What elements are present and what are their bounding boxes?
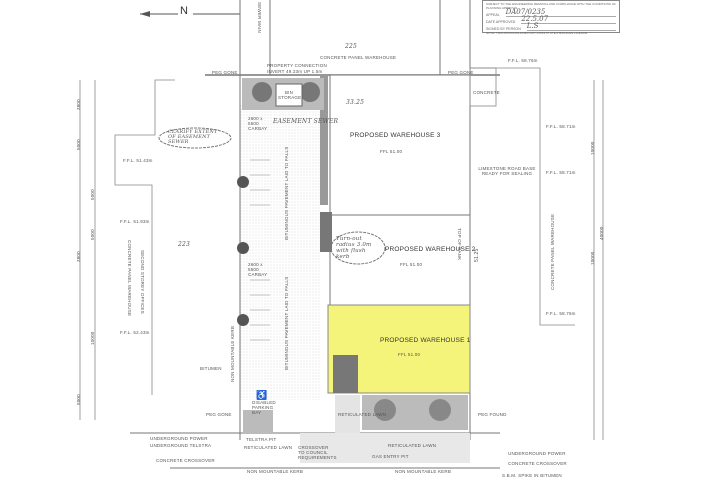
stamp-heading: SUBJECT TO THE ENGINEERING REMOVAL AND C…: [486, 2, 616, 10]
concrete-crossover-left: CONCRETE CROSSOVER: [156, 458, 215, 463]
right-neighbour-outline: [469, 67, 604, 440]
top-neighbour-label: CONCRETE PANEL WAREHOUSE: [320, 55, 397, 60]
bank-level: 51.25: [474, 248, 480, 262]
carbay-label-mid: 2600 x 5500 CARBAY: [248, 262, 268, 277]
non-mountable-kerb-left: NON MOUNTABLE KERB: [247, 469, 304, 474]
lawn-label-1: RETICULATED LAWN: [338, 412, 387, 417]
bin-storage-label: BIN STORAGE: [278, 90, 302, 100]
retaining-wall: [320, 75, 328, 205]
left-dim: 3800: [76, 99, 81, 110]
warehouse-2-ffl: FFL 51.00: [400, 262, 423, 267]
gas-entry-pit-label: GAS ENTRY PIT: [372, 454, 409, 459]
cloud-note-turnout: Turn-out radius 3.0m with flush kerb: [336, 236, 372, 260]
stamp-date-label: DATE APPROVED: [486, 20, 516, 24]
stamp-appeal-label: APPEAL: [486, 13, 500, 17]
left-dim: 10000: [90, 331, 95, 345]
stamp-signed-label: SIGNED BY PERSON: [486, 27, 521, 31]
right-ffl-1: F.F.L. 58.76m: [508, 58, 538, 63]
warehouse-3-ffl: FFL 51.00: [380, 149, 403, 154]
left-dim: 5000: [76, 394, 81, 405]
right-ffl-2: F.F.L. 58.71m: [546, 124, 576, 129]
concrete-crossover-right: CONCRETE CROSSOVER: [508, 461, 567, 466]
left-dim: 5000: [90, 229, 95, 240]
easement-sewer-label: EASEMENT SEWER: [273, 118, 339, 125]
left-ffl-3: F.F.L. 52.43m: [120, 330, 150, 335]
crossover-note: CROSSOVER TO COUNCIL REQUIREMENTS: [298, 445, 337, 460]
carpark-area: [240, 105, 320, 400]
bituminous-label-1: BITUMINOUS PAVEMENT LAID TO FALLS: [284, 146, 289, 240]
landscape-bed-corner: [243, 410, 273, 432]
right-dim: 10000: [590, 141, 595, 155]
left-dim: 5000: [76, 139, 81, 150]
lawn-label-2: RETICULATED LAWN: [388, 443, 437, 448]
peg-found-label: PEG FOUND: [478, 412, 507, 417]
sewer-main-label: SEWER MAIN: [257, 2, 262, 34]
peg-gone-label: PEG GONE: [212, 70, 238, 75]
lawn-area: [335, 395, 360, 433]
kerb-side-label: NON MOUNTABLE KERB: [230, 325, 235, 382]
left-dim: 5000: [90, 189, 95, 200]
underground-telstra-left: UNDERGROUND TELSTRA: [150, 443, 212, 448]
stamp-date-value: 22.5.07: [521, 16, 616, 24]
tree-icon: [237, 82, 451, 421]
right-dim-total: 40000: [599, 226, 604, 240]
peg-gone-bottom: PEG GONE: [206, 412, 232, 417]
wall-block: [320, 212, 332, 252]
right-ffl-3: F.F.L. 58.71m: [546, 170, 576, 175]
property-connection: PROPERTY CONNECTION: [267, 63, 327, 68]
concrete-label: CONCRETE: [473, 90, 500, 95]
warehouse-1-ffl: FFL 51.00: [398, 352, 421, 357]
north-arrow-icon: [140, 11, 240, 17]
invert-label: INVERT 49.23m UP 1.5m: [267, 69, 323, 74]
bituminous-label-2: BITUMINOUS PAVEMENT LAID TO FALLS: [284, 276, 289, 370]
right-ffl-4: F.F.L. 58.76m: [546, 311, 576, 316]
cloud-note-easement: CLARIFY EXTENT OF EASEMENT SEWER: [168, 129, 218, 145]
underground-power-left: UNDERGROUND POWER: [150, 436, 208, 441]
revision-cloud: [158, 127, 232, 149]
disabled-bay-label: DISABLED PARKING BAY: [252, 400, 276, 415]
stamp-footer: NOTE: THIS APPROVAL DOES NOT CONSTITUTE …: [486, 31, 588, 35]
warehouse-3-outline: [329, 74, 471, 216]
lot-number-left: 223: [178, 241, 191, 248]
verge-lawn: [300, 433, 470, 463]
carbay-label-top: 2600 x 5500 CARBAY: [248, 116, 268, 131]
left-dim: 3800: [76, 251, 81, 262]
warehouse-2-outline: [329, 214, 471, 306]
lot-number-top: 225: [345, 43, 358, 50]
car-bay-lines: [250, 159, 270, 341]
revision-cloud: [330, 231, 386, 265]
lawn-label-3: RETICULATED LAWN: [244, 445, 293, 450]
warehouse-1-title: PROPOSED WAREHOUSE 1: [380, 337, 471, 344]
warehouse-2-title: PROPOSED WAREHOUSE 2: [385, 246, 476, 253]
spike-label: S.B.M. SPIKE IN BITUMEN: [502, 473, 562, 478]
top-of-bank-label: TOP OF BANK: [457, 228, 462, 261]
underground-power-right: UNDERGROUND POWER: [508, 451, 566, 456]
warehouse-3-title: PROPOSED WAREHOUSE 3: [350, 132, 441, 139]
left-neighbour-outline: [79, 79, 175, 420]
left-neighbour-subtitle: SECOND STOREY OFFICES: [140, 250, 145, 314]
north-label: N: [180, 5, 189, 17]
approval-stamp: SUBJECT TO THE ENGINEERING REMOVAL AND C…: [482, 0, 620, 35]
right-neighbour-title: CONCRETE PANEL WAREHOUSE: [550, 213, 555, 290]
non-mountable-kerb-right: NON MOUNTABLE KERB: [395, 469, 452, 474]
left-neighbour-title: CONCRETE PANEL WAREHOUSE: [127, 240, 132, 317]
left-ffl-1: F.F.L. 51.43m: [123, 158, 153, 163]
wheelchair-icon: ♿: [256, 389, 267, 400]
peg-gone-label-right: PEG GONE: [448, 70, 474, 75]
level-note: 33.25: [346, 99, 365, 106]
left-ffl-2: F.F.L. 51.93m: [120, 219, 150, 224]
bin-storage: [275, 83, 303, 107]
stamp-appeal-value: DA07/0235: [505, 9, 616, 17]
limestone-label: LIMESTONE ROAD BASE READY FOR SEALING: [478, 166, 536, 176]
stamp-signed-value: L.S: [526, 23, 616, 31]
right-dim: 10000: [590, 251, 595, 265]
telstra-pit-label: TELSTRA PIT: [246, 437, 277, 442]
wall-block: [333, 355, 358, 393]
bitumen-label: BITUMEN: [200, 366, 222, 371]
